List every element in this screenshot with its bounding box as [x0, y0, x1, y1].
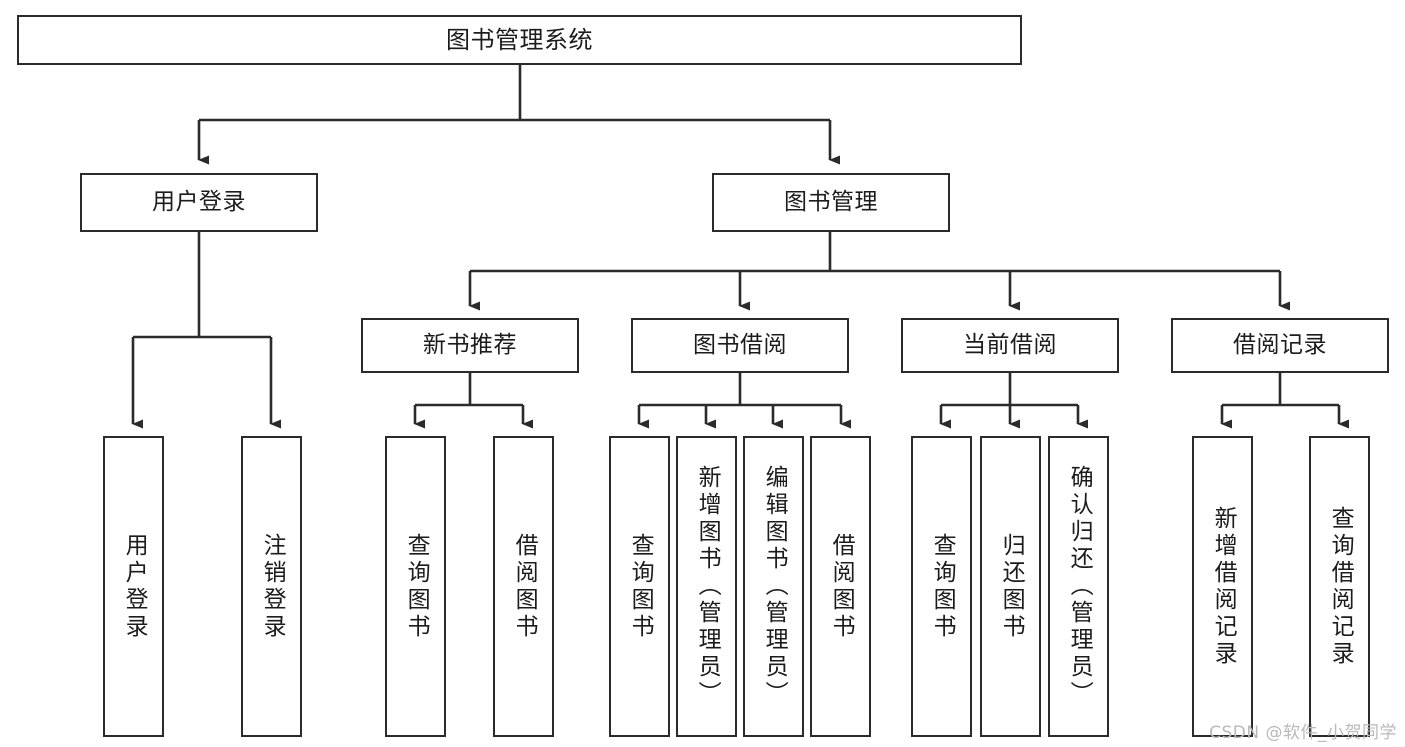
node-label: 用户登录: [152, 188, 246, 215]
node-leaf-book-borrow-query[interactable]: 查询图书: [609, 436, 670, 737]
watermark-text: CSDN @软件_小贺同学: [1209, 723, 1397, 743]
node-label: 借阅记录: [1233, 331, 1327, 358]
node-label: 查询图书: [929, 532, 956, 641]
node-label: 借阅图书: [511, 532, 538, 641]
node-new-book-recommend[interactable]: 新书推荐: [361, 318, 579, 373]
node-label: 图书管理: [784, 188, 878, 215]
node-root-book-management-system[interactable]: 图书管理系统: [17, 15, 1022, 65]
node-label: 注销登录: [259, 532, 286, 641]
node-label: 查询借阅记录: [1327, 505, 1354, 668]
node-label: 确认归还（管理员）: [1066, 465, 1093, 708]
node-leaf-book-borrow-add[interactable]: 新增图书（管理员）: [676, 436, 737, 737]
node-label: 借阅图书: [828, 532, 855, 641]
node-label: 新书推荐: [423, 331, 517, 358]
node-leaf-new-book-query[interactable]: 查询图书: [385, 436, 446, 737]
node-leaf-user-login-login[interactable]: 用户登录: [103, 436, 164, 737]
node-label: 图书管理系统: [446, 25, 593, 54]
node-leaf-borrow-record-query[interactable]: 查询借阅记录: [1309, 436, 1370, 737]
node-leaf-book-borrow-borrow[interactable]: 借阅图书: [810, 436, 871, 737]
node-book-borrow[interactable]: 图书借阅: [631, 318, 849, 373]
node-leaf-current-borrow-query[interactable]: 查询图书: [911, 436, 972, 737]
node-label: 编辑图书（管理员）: [761, 465, 788, 708]
node-borrow-record[interactable]: 借阅记录: [1171, 318, 1389, 373]
node-label: 查询图书: [403, 532, 430, 641]
node-leaf-borrow-record-add[interactable]: 新增借阅记录: [1192, 436, 1253, 737]
node-book-management[interactable]: 图书管理: [712, 173, 950, 232]
node-current-borrow[interactable]: 当前借阅: [901, 318, 1119, 373]
node-leaf-user-login-logout[interactable]: 注销登录: [241, 436, 302, 737]
node-leaf-current-borrow-return[interactable]: 归还图书: [980, 436, 1041, 737]
node-label: 新增借阅记录: [1210, 505, 1237, 668]
node-label: 查询图书: [627, 532, 654, 641]
node-label: 归还图书: [998, 532, 1025, 641]
node-leaf-new-book-borrow[interactable]: 借阅图书: [493, 436, 554, 737]
node-label: 新增图书（管理员）: [694, 465, 721, 708]
node-label: 图书借阅: [693, 331, 787, 358]
node-leaf-current-borrow-confirm-return[interactable]: 确认归还（管理员）: [1048, 436, 1109, 737]
node-leaf-book-borrow-edit[interactable]: 编辑图书（管理员）: [743, 436, 804, 737]
node-user-login[interactable]: 用户登录: [80, 173, 318, 232]
node-label: 用户登录: [121, 532, 148, 641]
node-label: 当前借阅: [963, 331, 1057, 358]
